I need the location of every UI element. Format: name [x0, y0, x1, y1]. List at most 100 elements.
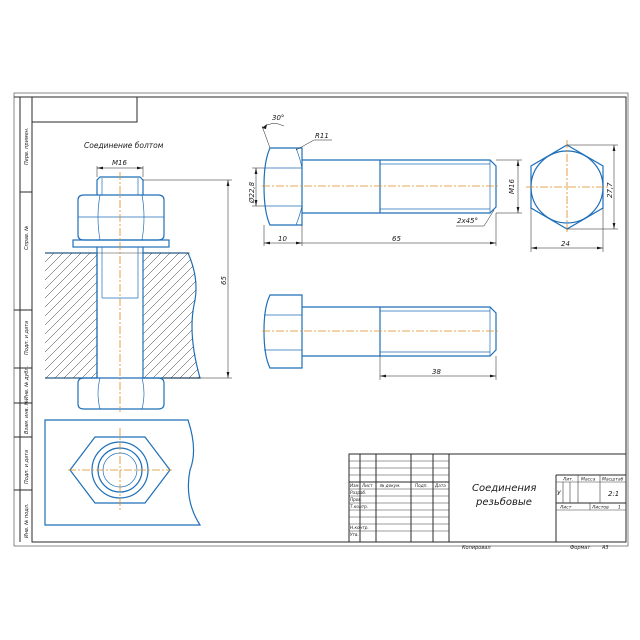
dim-thread-length: 38 [379, 356, 497, 380]
side-label-sign-date-1: Подп. и дата [24, 321, 30, 355]
dim-chamfer: 2х45° [456, 209, 495, 227]
dim-hex-corners-label: 27,7 [606, 182, 614, 198]
section-hatch-line [45, 253, 82, 378]
section-hatch-line [45, 253, 91, 378]
side-label-orig-inv-no: Инв. № подл. [24, 504, 30, 539]
footer-format-label: Формат [570, 545, 591, 551]
side-label-reference-no: Справ. № [24, 226, 30, 250]
section-hatch-line [152, 253, 200, 378]
tb-col-sign: Подп. [415, 483, 428, 488]
section-hatch-line [143, 253, 189, 378]
section-hatch-line [179, 253, 200, 378]
dim-m16-assembly-label: M16 [112, 159, 127, 167]
section-hatch-line [188, 253, 200, 378]
section-hatch-line [45, 253, 97, 378]
dim-hex-flats-label: 24 [561, 240, 570, 248]
dim-hex-corners: 27,7 [567, 144, 618, 230]
tb-scale-value: 2:1 [608, 490, 619, 498]
section-hatch-line [45, 253, 97, 378]
dim-head-diameter: Ø22,8 [248, 167, 264, 207]
tb-sheets-value: 1 [618, 505, 621, 511]
section-hatch-line [143, 253, 200, 378]
section-hatch-line [170, 253, 200, 378]
bolt-second-view [263, 294, 497, 369]
section-hatch-line [143, 253, 180, 378]
side-label-sign-date-2: Подп. и дата [24, 450, 30, 484]
tb-col-doc-no: № докум. [379, 483, 401, 488]
section-hatch-line [143, 253, 198, 378]
footer-format-value: А3 [601, 545, 609, 551]
dim-head-height: 10 [263, 225, 303, 246]
section-hatch-line [161, 253, 200, 378]
tb-role-norm-control: Н.контр. [350, 525, 369, 530]
side-label-dup-inv-no: Инв. № дубл. [24, 366, 30, 400]
dim-head-height-label: 10 [278, 235, 287, 243]
dim-65-assembly-label: 65 [220, 276, 228, 285]
dim-hex-flats: 24 [530, 208, 604, 252]
bolt-shank-section [96, 247, 144, 378]
top-washer [72, 239, 170, 248]
tb-role-checker: Пров. [350, 497, 362, 502]
side-strip: Перв. примен. Справ. № Подп. и дата Инв.… [14, 96, 32, 542]
bolt-head-bottom [77, 377, 165, 410]
dim-m16-assembly: M16 [96, 159, 144, 177]
section-hatch-line [45, 253, 97, 378]
tb-sheets-label: Листов [591, 505, 609, 511]
dim-r11: R11 [295, 132, 332, 151]
top-nut [77, 194, 165, 241]
dim-thread-m16: M16 [496, 159, 522, 214]
top-left-stamp-box [31, 97, 138, 123]
sheet-trim-border [13, 92, 629, 547]
section-hatch-line [45, 253, 97, 378]
dim-shank-length: 65 [302, 213, 497, 246]
side-label-first-use: Перв. примен. [24, 127, 30, 165]
dim-angle-30-label: 30° [272, 114, 284, 122]
section-hatch-line [143, 253, 200, 378]
tb-role-approved: Утв. [350, 532, 359, 537]
dim-thread-m16-label: M16 [508, 179, 516, 194]
footer-copied: Копировал [462, 545, 491, 551]
tb-col-date: Дата [434, 483, 446, 488]
section-hatch-line [72, 253, 97, 378]
tb-col-change: Изм. [350, 483, 360, 488]
assembly-top-view [44, 419, 202, 526]
section-hatch-line [45, 253, 46, 378]
section-hatch-line [45, 253, 97, 378]
bolt-front-view [263, 147, 497, 226]
dim-65-assembly: 65 [143, 179, 232, 379]
section-hatch-line [45, 253, 97, 378]
tb-mass-header: Масса [581, 477, 596, 483]
tb-title-line2: резьбовые [475, 496, 532, 508]
section-hatch-line [143, 253, 200, 378]
section-hatch-line [54, 253, 97, 378]
dim-chamfer-label: 2х45° [457, 217, 478, 225]
tb-title-line1: Соединения [472, 483, 536, 494]
section-hatch-line [143, 253, 200, 378]
section-hatch-line [143, 253, 171, 378]
dim-r11-label: R11 [315, 132, 329, 140]
section-hatch-line [143, 253, 200, 378]
tb-col-sheet: Лист [361, 483, 373, 488]
drawing-frame [31, 96, 627, 543]
section-hatch-line [143, 253, 200, 378]
tb-role-tech-control: Т.контр. [350, 504, 368, 509]
section-hatch-line [45, 253, 97, 378]
section-hatch-line [45, 253, 97, 378]
assembly-view-title: Соединение болтом [84, 141, 164, 150]
tb-sheet-label: Лист [559, 505, 572, 511]
section-hatch-line [197, 253, 200, 378]
tb-lit-header: Лит. [562, 477, 573, 483]
bolt-hex-end-view [526, 140, 608, 234]
section-hatch-line [45, 253, 55, 378]
dim-thread-length-label: 38 [432, 368, 441, 376]
tb-role-developer: Разраб. [350, 490, 366, 495]
section-hatch-line [63, 253, 97, 378]
title-block: Изм. Лист № докум. Подп. Дата Разраб. Пр… [348, 453, 627, 543]
tb-lit-value: У [557, 490, 561, 497]
section-hatch-line [143, 253, 200, 378]
section-hatch-line [45, 253, 97, 378]
dim-angle-30: 30° [261, 114, 284, 149]
tb-scale-header: Масштаб [602, 477, 624, 483]
dim-shank-length-label: 65 [392, 235, 401, 243]
